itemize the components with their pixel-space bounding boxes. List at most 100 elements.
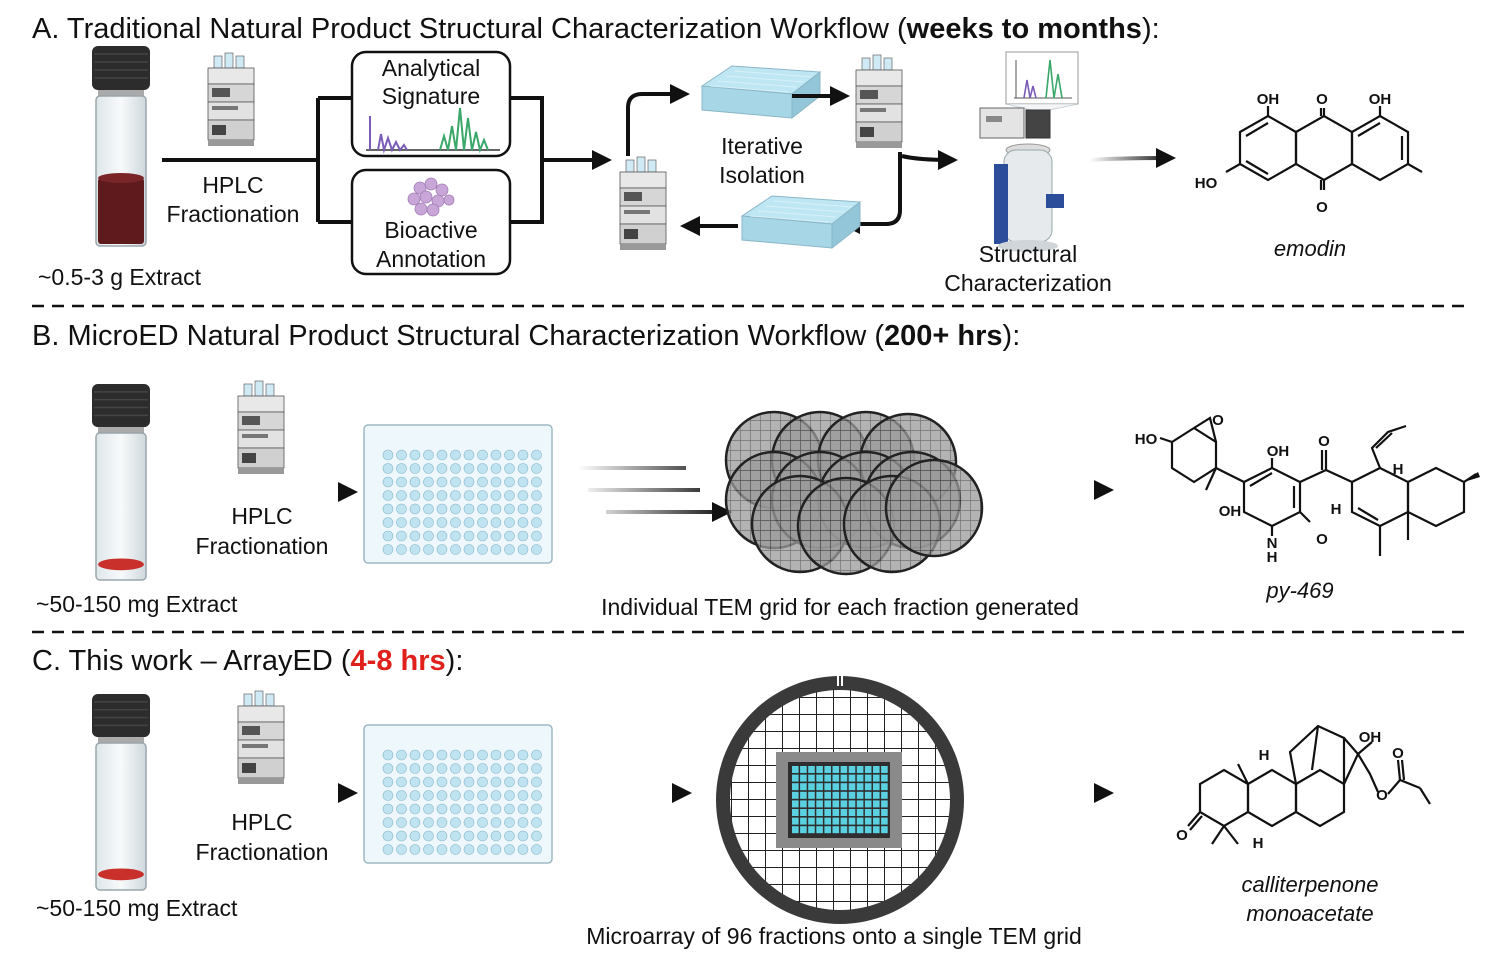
array-spot bbox=[848, 766, 856, 773]
array-spot bbox=[824, 800, 831, 808]
well bbox=[531, 803, 542, 815]
well bbox=[409, 790, 421, 801]
svg-text:O: O bbox=[1316, 531, 1328, 548]
array-spot bbox=[832, 783, 840, 791]
well bbox=[382, 449, 394, 461]
well bbox=[517, 544, 529, 555]
well bbox=[504, 790, 515, 801]
well bbox=[477, 749, 488, 761]
well bbox=[463, 503, 475, 515]
svg-text:O: O bbox=[1176, 827, 1188, 844]
well bbox=[477, 517, 488, 528]
compound-name-c-1: calliterpenone bbox=[1242, 872, 1379, 897]
well bbox=[436, 790, 448, 801]
well bbox=[382, 790, 394, 801]
section-b: B. MicroED Natural Product Structural Ch… bbox=[32, 320, 1480, 620]
well bbox=[477, 476, 488, 488]
tem-grid-disc bbox=[884, 458, 984, 558]
well bbox=[396, 776, 407, 788]
well bbox=[409, 749, 421, 761]
vial-icon bbox=[91, 693, 151, 891]
well bbox=[382, 530, 394, 542]
array-spot bbox=[848, 800, 856, 808]
array-spot bbox=[824, 766, 831, 773]
well bbox=[531, 476, 542, 488]
array-spot bbox=[873, 800, 880, 808]
hplc-instrument-icon bbox=[207, 52, 255, 147]
well bbox=[423, 503, 434, 515]
well bbox=[490, 463, 502, 474]
well bbox=[517, 530, 529, 542]
well bbox=[517, 463, 529, 474]
well bbox=[504, 749, 515, 761]
well bbox=[436, 817, 448, 828]
array-spot bbox=[808, 809, 815, 816]
array-spot bbox=[832, 791, 840, 799]
plate-icon bbox=[363, 424, 553, 564]
array-spot bbox=[832, 766, 840, 773]
well bbox=[531, 530, 542, 542]
well bbox=[490, 790, 502, 801]
well bbox=[504, 449, 515, 461]
well bbox=[396, 517, 407, 528]
array-spot bbox=[840, 809, 848, 816]
array-spot bbox=[800, 826, 807, 834]
well bbox=[463, 490, 475, 501]
array-spot bbox=[824, 826, 831, 834]
svg-text:O: O bbox=[1392, 745, 1404, 762]
well bbox=[396, 490, 407, 501]
array-spot bbox=[864, 766, 872, 773]
svg-text:H: H bbox=[1393, 461, 1404, 478]
well bbox=[477, 490, 488, 501]
array-spot bbox=[792, 783, 799, 791]
array-spot bbox=[873, 817, 880, 825]
well bbox=[396, 530, 407, 542]
array-spot bbox=[856, 774, 864, 782]
well bbox=[517, 817, 529, 828]
array-spot bbox=[832, 826, 840, 834]
array-spot bbox=[816, 774, 823, 782]
well bbox=[382, 503, 394, 515]
well bbox=[423, 803, 434, 815]
well bbox=[450, 803, 461, 815]
well bbox=[409, 517, 421, 528]
well bbox=[463, 776, 475, 788]
well bbox=[450, 763, 461, 774]
array-spot bbox=[792, 826, 799, 834]
py-469-structure bbox=[1159, 416, 1477, 556]
iterative-label-2: Isolation bbox=[719, 162, 805, 188]
analytical-label-1: Analytical bbox=[382, 55, 480, 81]
array-spot bbox=[800, 800, 807, 808]
well bbox=[463, 544, 475, 555]
svg-text:HO: HO bbox=[1135, 431, 1158, 448]
well bbox=[423, 490, 434, 501]
well bbox=[463, 449, 475, 461]
array-spot bbox=[800, 783, 807, 791]
well bbox=[409, 463, 421, 474]
hplc-instrument-icon bbox=[619, 156, 667, 251]
array-spot bbox=[816, 791, 823, 799]
well bbox=[450, 817, 461, 828]
well bbox=[382, 517, 394, 528]
well bbox=[423, 517, 434, 528]
extract-label-b: ~50-150 mg Extract bbox=[36, 591, 238, 617]
svg-text:O: O bbox=[1212, 412, 1224, 429]
well bbox=[436, 490, 448, 501]
array-spot bbox=[856, 809, 864, 816]
well bbox=[463, 790, 475, 801]
array-spot bbox=[840, 791, 848, 799]
well bbox=[409, 817, 421, 828]
array-spot bbox=[873, 809, 880, 816]
array-spot bbox=[873, 791, 880, 799]
well bbox=[450, 517, 461, 528]
well bbox=[382, 490, 394, 501]
well bbox=[490, 763, 502, 774]
array-spot bbox=[881, 774, 888, 782]
tem-grid-icon bbox=[716, 676, 964, 924]
well bbox=[531, 763, 542, 774]
svg-text:OH: OH bbox=[1219, 503, 1242, 520]
well bbox=[423, 530, 434, 542]
svg-text:OH: OH bbox=[1257, 91, 1280, 108]
structural-label-1: Structural bbox=[979, 241, 1077, 267]
well bbox=[382, 803, 394, 815]
